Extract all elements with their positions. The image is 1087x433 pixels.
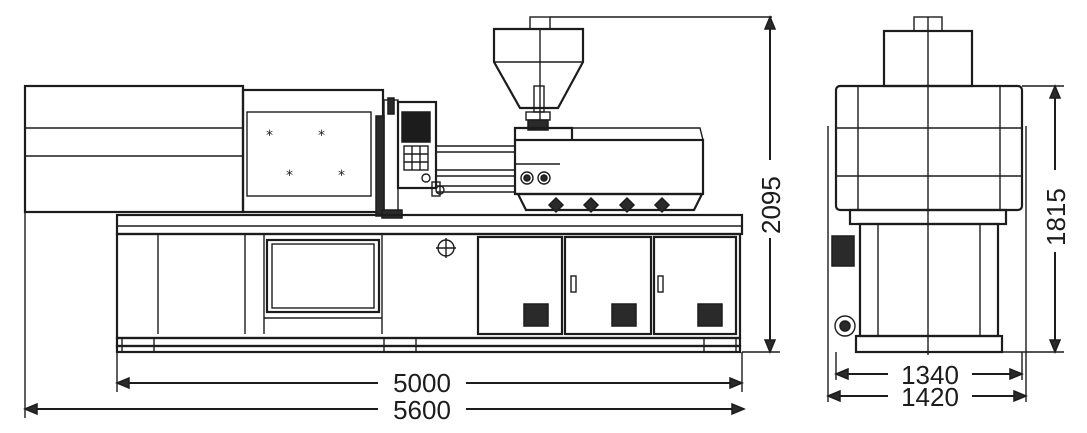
motor-icon: [834, 315, 856, 337]
vent-block: [523, 303, 549, 327]
safety-door: * * * *: [241, 88, 403, 219]
warning-mark: *: [318, 128, 325, 144]
warning-mark: *: [286, 168, 293, 184]
control-panel: [396, 100, 438, 190]
dimension-side-height: 1815: [1002, 84, 1071, 354]
front-view: * * * *: [23, 15, 786, 425]
clamp-unit: [23, 84, 245, 214]
dimension-front-height: 2095: [742, 15, 786, 354]
warning-mark: *: [266, 128, 273, 144]
base-rail: [115, 336, 742, 354]
dimension-side-overall: 1420: [826, 355, 1028, 412]
machine-bed: [115, 213, 744, 340]
dimension-label-front-base: 5000: [393, 368, 451, 398]
dimension-label-front-overall: 5600: [393, 395, 451, 425]
dimension-front-base: 5000: [115, 352, 744, 398]
crosshair-icon: [436, 238, 456, 258]
dimension-label-side-height: 1815: [1041, 188, 1071, 246]
hopper: [492, 16, 772, 131]
vent-block: [611, 303, 637, 327]
vent-block: [697, 303, 723, 327]
injection-unit: [513, 126, 705, 214]
dimension-label-side-overall: 1420: [901, 382, 959, 412]
dimension-side-base: 1340: [834, 352, 1024, 390]
warning-mark: *: [338, 168, 345, 184]
dimension-front-overall: 5600: [23, 212, 746, 425]
dimension-label-front-height: 2095: [756, 176, 786, 234]
side-view: 1815 1340 1420: [826, 16, 1071, 412]
dimension-label-side-base: 1340: [901, 360, 959, 390]
control-knob-icon: [831, 235, 855, 267]
tie-bars: [431, 145, 515, 197]
